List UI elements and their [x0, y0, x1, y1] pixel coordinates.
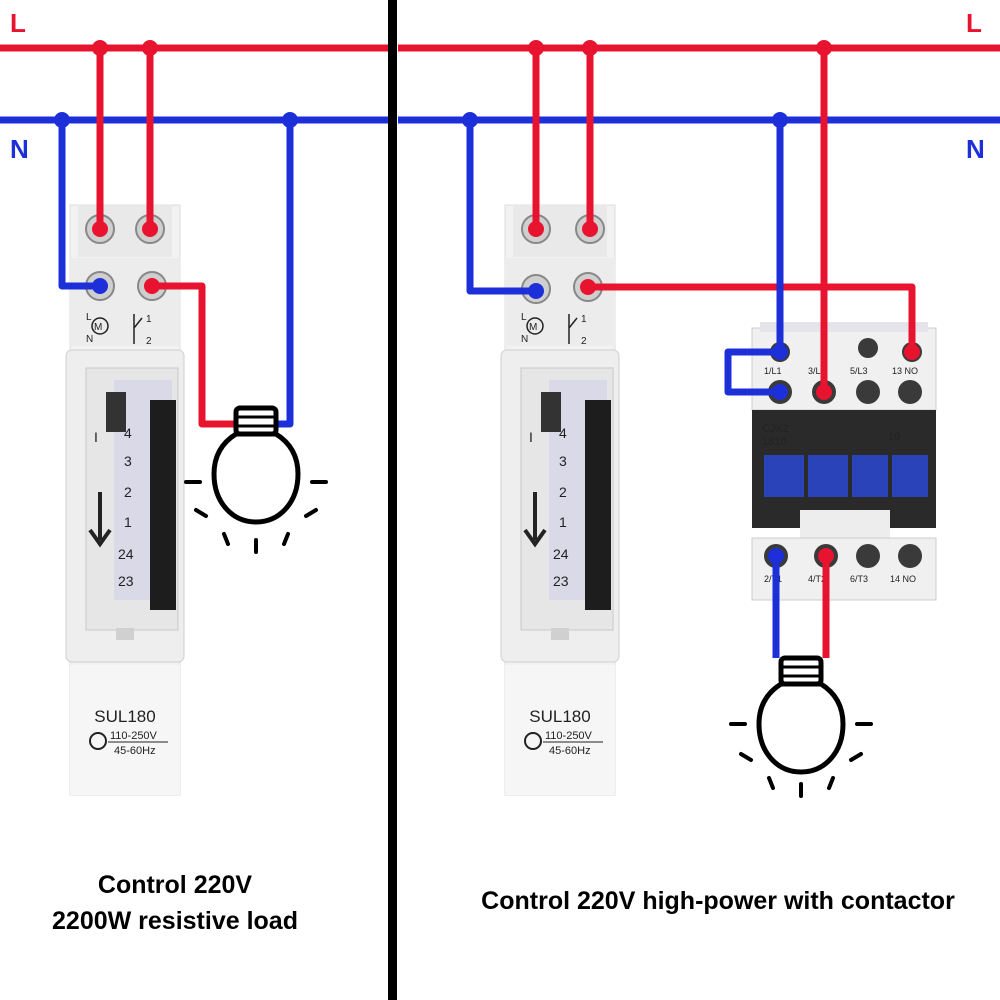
timer-contact-2-label: 2: [581, 336, 587, 347]
switched-wire-left: [152, 282, 238, 428]
timer-terminal-l-label: L: [521, 312, 527, 323]
wire-dots-left: [54, 40, 298, 294]
down-arrow-icon: [88, 492, 112, 548]
wires-right: [466, 48, 916, 658]
contactor-screw-bottom-4: [898, 544, 922, 568]
neutral-label-right: N: [966, 134, 985, 164]
switch-symbol: [568, 314, 578, 344]
switch-symbol: [133, 314, 143, 344]
neutral-label-left: N: [10, 134, 29, 164]
motor-label-icon: [524, 732, 542, 750]
left-caption-line2: 2200W resistive load: [52, 907, 298, 935]
timer-terminal-n-label: N: [86, 334, 93, 345]
dial-mark-4: 1: [124, 514, 132, 530]
timer-voltage: 110-250V: [110, 730, 158, 742]
dial-mark-2: 3: [559, 453, 567, 469]
timer-contact-2-label: 2: [146, 336, 152, 347]
timer-terminal-n-label: N: [521, 334, 528, 345]
dial-mark-3: 2: [124, 484, 132, 500]
dial-mark-4: 1: [559, 514, 567, 530]
dial-mark-6: 23: [118, 573, 134, 589]
live-label-left: L: [10, 8, 26, 38]
motor-symbol-circle: [91, 317, 109, 335]
panel-divider: [388, 0, 397, 1000]
timer-model: SUL180: [529, 707, 590, 726]
timer-model: SUL180: [94, 707, 155, 726]
neutral-wire-right-timer: [466, 120, 536, 295]
light-bulb-icon: [184, 405, 328, 554]
neutral-wire-left-bulb: [270, 120, 294, 428]
coil-wire-right: [588, 283, 916, 352]
contactor-screw-top-4: [898, 380, 922, 404]
neutral-wire-left-timer: [58, 120, 100, 290]
contactor-bottom-terminal-2: 4/T2: [808, 574, 826, 584]
light-bulb-icon: [729, 655, 873, 798]
contactor-bottom-terminal-3: 6/T3: [850, 574, 868, 584]
dial-mode-mark: I: [529, 429, 533, 445]
live-label-right: L: [966, 8, 982, 38]
dial-mark-3: 2: [559, 484, 567, 500]
wire-dots-right: [462, 40, 920, 564]
dial-mark-5: 24: [553, 546, 569, 562]
contactor-screw-bottom-3: [856, 544, 880, 568]
motor-symbol-letter: M: [529, 322, 537, 333]
dial-mark-5: 24: [118, 546, 134, 562]
timer-terminal-l-label: L: [86, 312, 92, 323]
motor-symbol-circle: [526, 317, 544, 335]
contactor-top-terminal-4: 13 NO: [892, 366, 918, 376]
dial-mode-mark: I: [94, 429, 98, 445]
timer-voltage: 110-250V: [545, 730, 593, 742]
motor-label-icon: [89, 732, 107, 750]
contactor-model-line2: 1810: [762, 436, 786, 448]
left-caption-line1: Control 220V: [98, 871, 253, 899]
contactor-top-terminal-3: 5/L3: [850, 366, 868, 376]
timer-contact-1-label: 1: [146, 314, 152, 325]
contactor-rating: 10: [888, 431, 900, 443]
dial-mark-1: 4: [559, 425, 567, 441]
contactor-top-terminal-2: 3/L2: [808, 366, 826, 376]
contactor-bottom-terminal-4: 14 NO: [890, 574, 916, 584]
contactor-screw-a2: [858, 338, 878, 358]
timer-frequency: 45-60Hz: [114, 745, 156, 757]
timer-contact-1-label: 1: [581, 314, 587, 325]
contactor-screw-top-3: [856, 380, 880, 404]
neutral-jumper: [724, 348, 780, 396]
dial-mark-6: 23: [553, 573, 569, 589]
contactor-model-line1: CJX2: [762, 423, 789, 435]
motor-symbol-letter: M: [94, 322, 102, 333]
dial-mark-1: 4: [124, 425, 132, 441]
timer-device-left: L M N 1 2 I 4 3 2 1 24 23 SUL180 110-250…: [65, 204, 185, 796]
down-arrow-icon: [523, 492, 547, 548]
timer-frequency: 45-60Hz: [549, 745, 591, 757]
dial-mark-2: 3: [124, 453, 132, 469]
right-caption: Control 220V high-power with contactor: [481, 887, 955, 915]
contactor-top-terminal-1: 1/L1: [764, 366, 782, 376]
